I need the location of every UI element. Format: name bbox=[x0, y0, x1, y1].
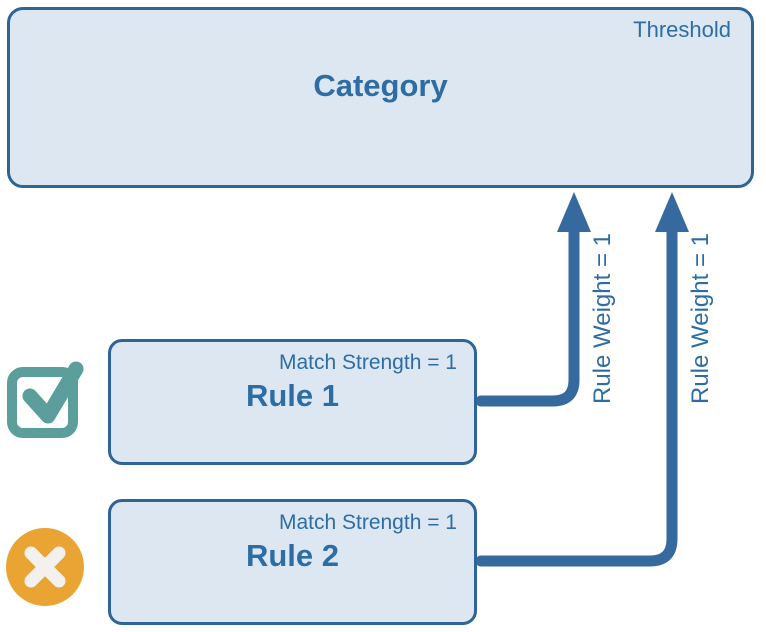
rule1-arrow bbox=[475, 192, 591, 407]
threshold-label: Threshold bbox=[633, 17, 731, 42]
category-title: Category bbox=[313, 68, 448, 103]
rule2-box: Match Strength = 1 Rule 2 bbox=[108, 499, 477, 625]
rule1-arrowhead-icon bbox=[557, 192, 591, 232]
x-icon bbox=[6, 528, 84, 606]
rule2-title: Rule 2 bbox=[245, 538, 340, 573]
rule1-box: Match Strength = 1 Rule 1 bbox=[108, 339, 477, 465]
rule1-weight-label: Rule Weight = 1 bbox=[589, 233, 616, 404]
rule1-match-strength-label: Match Strength = 1 bbox=[278, 351, 457, 374]
rule1-title: Rule 1 bbox=[245, 378, 340, 413]
checkmark-icon bbox=[7, 361, 84, 438]
category-box: Threshold Category bbox=[7, 7, 754, 188]
rule2-arrowhead-icon bbox=[655, 192, 689, 232]
rule2-match-strength-label: Match Strength = 1 bbox=[278, 511, 457, 534]
rule2-arrow bbox=[475, 192, 689, 567]
rule2-weight-label: Rule Weight = 1 bbox=[687, 233, 714, 404]
